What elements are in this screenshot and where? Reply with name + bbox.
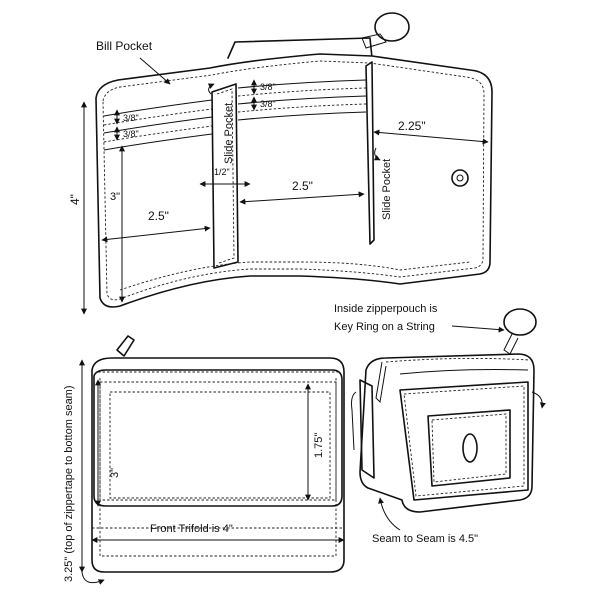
zip-wallet-front-illustration (91, 335, 345, 573)
left-2-5-label: 2.5" (148, 209, 169, 223)
key-ring-icon (374, 12, 410, 42)
left-2-5-dimension (101, 225, 211, 243)
front-3-label: 3" (109, 468, 121, 478)
middle-2-5-dimension (239, 191, 365, 205)
bill-pocket-label: Bill Pocket (96, 39, 153, 53)
left-slot-3-8-label-b: 3/8" (123, 129, 139, 139)
zip-wallet-angle-illustration (351, 308, 537, 513)
key-ring-arrow (451, 325, 505, 333)
key-ring-icon-2 (503, 308, 537, 336)
front-1-75-label: 1.75" (313, 433, 325, 458)
seam-to-seam-label: Seam to Seam is 4.5" (372, 533, 478, 545)
mid-slot-3-8-label-b: 3/8" (260, 99, 276, 109)
zipper-pull-icon (116, 335, 135, 357)
left-slide-pocket-label: Slide Pocket (223, 103, 235, 164)
left-3-label: 3" (110, 191, 120, 203)
bill-pocket-arrow (139, 57, 171, 85)
mid-slot-3-8-label-a: 3/8" (260, 82, 276, 92)
front-trifold-label: Front Trifold is 4" (150, 523, 233, 535)
half-inch-label: 1/2" (214, 167, 230, 177)
snap-button-icon (451, 169, 469, 187)
left-slot-3-8-label-a: 3/8" (123, 113, 139, 123)
thumb-cutout-icon (462, 433, 478, 463)
middle-2-5-label: 2.5" (292, 179, 313, 193)
open-wallet-illustration (95, 12, 493, 308)
right-2-25-dimension (373, 129, 489, 145)
zipper-note-line1: Inside zipperpouch is (334, 303, 438, 315)
height-4-label: 4" (68, 194, 82, 205)
height-3-25-label: 3.25" (top of zippertape to bottom seam) (63, 385, 75, 582)
zipper-note-line2: Key Ring on a String (334, 321, 435, 333)
right-2-25-label: 2.25" (398, 119, 426, 133)
right-slide-pocket-label: Slide Pocket (381, 159, 393, 220)
